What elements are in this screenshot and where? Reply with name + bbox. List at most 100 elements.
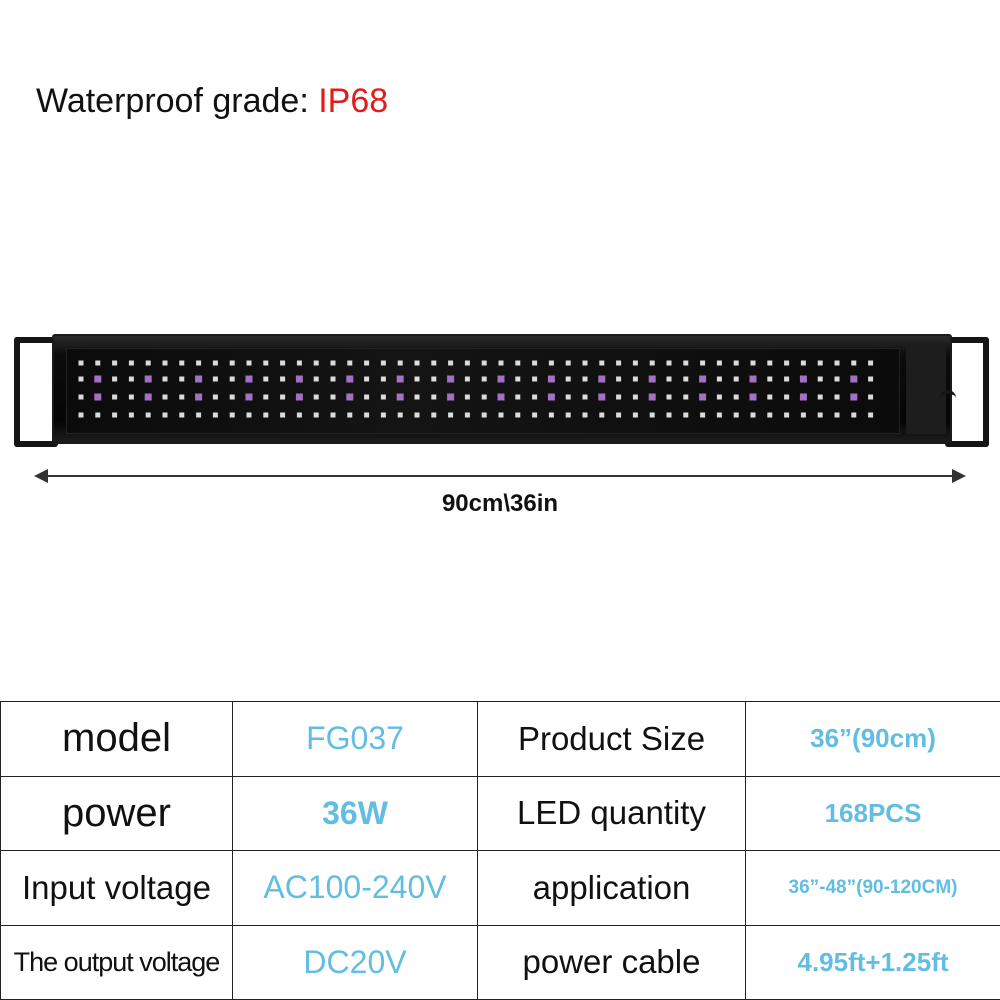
led-chip — [784, 360, 790, 366]
led-chip — [515, 412, 521, 418]
led-chip — [834, 376, 840, 382]
led-chip — [330, 360, 336, 366]
led-chip — [733, 412, 739, 418]
led-chip — [162, 376, 168, 382]
led-chip — [716, 360, 722, 366]
led-chip — [481, 360, 487, 366]
table-row: The output voltage DC20V power cable 4.9… — [0, 924, 1000, 1000]
spec-label: power — [0, 775, 233, 851]
led-chip — [280, 412, 286, 418]
led-chip — [296, 360, 302, 366]
led-chip — [784, 376, 790, 382]
led-chip — [497, 393, 505, 401]
led-chip — [851, 360, 857, 366]
led-chip — [616, 412, 622, 418]
led-chip — [263, 412, 269, 418]
led-chip — [481, 412, 487, 418]
led-chip — [128, 376, 134, 382]
power-cable-stub — [940, 390, 956, 414]
led-chip — [94, 375, 102, 383]
led-chip — [532, 360, 538, 366]
led-chip — [750, 412, 756, 418]
table-row: power 36W LED quantity 168PCS — [0, 775, 1000, 851]
led-chip — [448, 412, 454, 418]
led-chip — [632, 394, 638, 400]
led-chip — [347, 360, 353, 366]
spec-value: DC20V — [232, 924, 478, 1000]
led-chip — [128, 360, 134, 366]
led-chip — [834, 412, 840, 418]
spec-value: 168PCS — [745, 775, 1000, 851]
led-chip — [532, 412, 538, 418]
led-chip — [296, 412, 302, 418]
led-chip — [144, 375, 152, 383]
spec-label: model — [0, 701, 233, 777]
led-chip — [548, 360, 554, 366]
led-chip — [78, 360, 84, 366]
led-chip — [112, 412, 118, 418]
led-chip — [565, 376, 571, 382]
led-chip — [716, 394, 722, 400]
led-chip — [295, 375, 303, 383]
led-chip — [666, 412, 672, 418]
led-chip — [850, 375, 858, 383]
led-chip — [749, 393, 757, 401]
led-chip — [799, 393, 807, 401]
led-chip — [313, 360, 319, 366]
led-chip — [481, 376, 487, 382]
spec-label: Product Size — [477, 701, 746, 777]
led-chip — [78, 376, 84, 382]
led-chip — [498, 412, 504, 418]
led-chip — [447, 375, 455, 383]
waterproof-grade-label: Waterproof grade: — [36, 82, 319, 120]
led-chip — [632, 376, 638, 382]
led-chip — [784, 412, 790, 418]
led-chip — [431, 394, 437, 400]
led-chip — [179, 412, 185, 418]
led-chip — [850, 393, 858, 401]
led-chip — [750, 360, 756, 366]
led-chip — [431, 412, 437, 418]
led-chip — [431, 360, 437, 366]
led-chip — [868, 376, 874, 382]
led-chip — [817, 394, 823, 400]
led-chip — [346, 393, 354, 401]
led-chip — [245, 375, 253, 383]
table-row: model FG037 Product Size 36”(90cm) — [0, 701, 1000, 777]
led-chip — [464, 376, 470, 382]
led-chip — [616, 394, 622, 400]
led-chip — [700, 412, 706, 418]
spec-label: Input voltage — [0, 850, 233, 926]
led-chip — [397, 412, 403, 418]
led-chip — [414, 376, 420, 382]
led-chip — [868, 394, 874, 400]
led-chip — [229, 394, 235, 400]
led-chip — [212, 412, 218, 418]
led-chip — [212, 376, 218, 382]
spec-value: 36”-48”(90-120CM) — [745, 850, 1000, 926]
led-chip — [716, 412, 722, 418]
led-chip — [364, 376, 370, 382]
led-chip — [95, 360, 101, 366]
aquarium-led-light-bar — [52, 334, 952, 444]
led-chip — [346, 375, 354, 383]
led-chip — [414, 412, 420, 418]
led-chip — [683, 394, 689, 400]
led-chip — [666, 376, 672, 382]
led-chip — [414, 360, 420, 366]
led-chip — [784, 394, 790, 400]
led-chip — [397, 360, 403, 366]
led-chip — [396, 393, 404, 401]
dimension-line — [40, 475, 960, 477]
led-chip — [195, 375, 203, 383]
led-chip — [481, 394, 487, 400]
led-chip — [162, 412, 168, 418]
right-mounting-bracket — [945, 337, 989, 447]
spec-label: LED quantity — [477, 775, 746, 851]
led-chip — [330, 412, 336, 418]
led-chip — [532, 376, 538, 382]
led-chip — [834, 360, 840, 366]
led-chip — [448, 360, 454, 366]
led-chip — [229, 360, 235, 366]
led-chip — [799, 375, 807, 383]
